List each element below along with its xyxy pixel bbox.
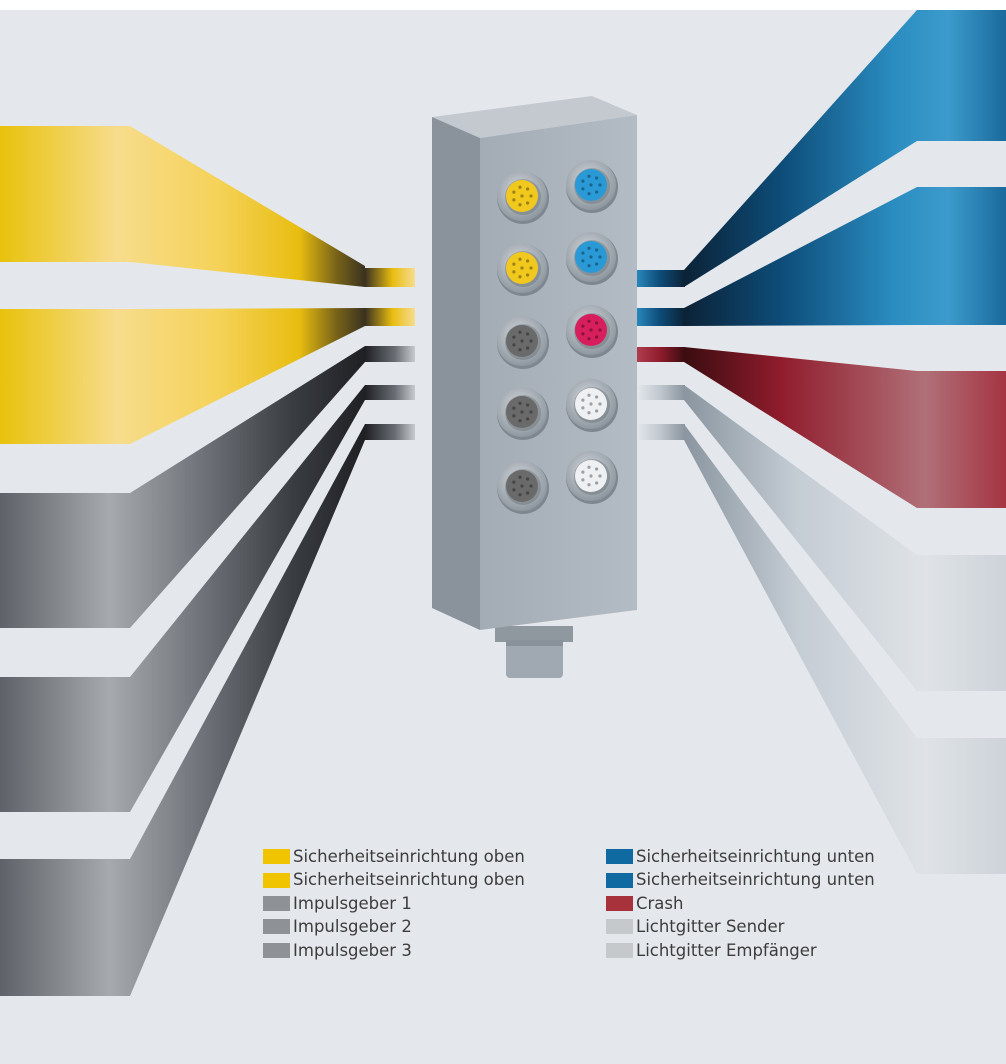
m12-port-gray: [497, 316, 549, 369]
legend-left: Sicherheitseinrichtung oben Sicherheitse…: [263, 845, 525, 962]
legend-item: Lichtgitter Sender: [606, 915, 875, 938]
legend-swatch-blue: [606, 849, 633, 865]
ribbon-blue-2: [684, 187, 1006, 326]
legend-item: Sicherheitseinrichtung oben: [263, 868, 525, 891]
legend-label: Impulsgeber 1: [293, 893, 412, 913]
legend-item: Lichtgitter Empfänger: [606, 939, 875, 962]
m12-port-yellow: [497, 171, 549, 224]
bottom-plate: [495, 626, 573, 642]
left-ribbon-group: [0, 126, 365, 996]
ribbon-gray-1: [0, 346, 365, 628]
ribbon-gray-2: [0, 385, 365, 812]
legend-label: Crash: [636, 893, 684, 913]
ribbon-light-1: [684, 385, 1006, 691]
legend-swatch-red: [606, 896, 633, 912]
legend-swatch-yellow: [263, 872, 290, 888]
legend-label: Sicherheitseinrichtung oben: [293, 870, 525, 890]
stub-gray-3: [365, 424, 415, 440]
stub-red: [635, 347, 685, 362]
legend-label: Lichtgitter Empfänger: [636, 940, 817, 960]
legend-swatch-yellow: [263, 849, 290, 865]
box-side-face: [432, 117, 480, 630]
m12-port-gray: [497, 387, 549, 440]
legend-item: Sicherheitseinrichtung oben: [263, 845, 525, 868]
stub-gray-2: [365, 385, 415, 400]
legend-swatch-light-gray: [606, 919, 633, 935]
top-margin: [0, 0, 1006, 10]
right-ribbon-group: [684, 10, 1006, 874]
legend-label: Impulsgeber 3: [293, 940, 412, 960]
ribbon-light-2: [684, 424, 1006, 874]
legend-swatch-gray: [263, 896, 290, 912]
legend-swatch-blue: [606, 872, 633, 888]
ribbon-yellow-1: [0, 126, 365, 287]
m12-port-blue: [566, 232, 618, 285]
legend-item: Crash: [606, 892, 875, 915]
m12-ports: [497, 160, 618, 514]
ribbon-blue-1: [684, 10, 1006, 287]
legend-label: Sicherheitseinrichtung unten: [636, 870, 875, 890]
right-stub-group: [635, 270, 685, 440]
cable-gland: [506, 640, 563, 678]
legend-item: Sicherheitseinrichtung unten: [606, 868, 875, 891]
legend-label: Sicherheitseinrichtung unten: [636, 847, 875, 866]
stub-light-2: [635, 424, 685, 440]
legend-item: Impulsgeber 1: [263, 892, 525, 915]
m12-port-magenta: [566, 305, 618, 358]
ribbon-gray-3: [0, 424, 365, 996]
legend-right: Sicherheitseinrichtung unten Sicherheits…: [606, 845, 875, 962]
left-stub-group: [365, 268, 415, 440]
m12-port-white: [566, 379, 618, 432]
m12-port-white: [566, 451, 618, 504]
m12-port-gray: [497, 461, 549, 514]
legend-item: Impulsgeber 2: [263, 915, 525, 938]
stub-yellow-1: [365, 268, 415, 287]
legend-item: Sicherheitseinrichtung unten: [606, 845, 875, 868]
legend-item: Impulsgeber 3: [263, 939, 525, 962]
legend-swatch-gray: [263, 942, 290, 958]
stub-blue-1: [635, 270, 685, 287]
stub-yellow-2: [365, 308, 415, 326]
legend-swatch-light-gray: [606, 942, 633, 958]
legend-label: Impulsgeber 2: [293, 917, 412, 937]
m12-port-yellow: [497, 243, 549, 296]
m12-port-blue: [566, 160, 618, 213]
stub-gray-1: [365, 346, 415, 362]
stub-light-1: [635, 385, 685, 400]
legend-label: Sicherheitseinrichtung oben: [293, 847, 525, 866]
box-top-face: [432, 96, 637, 138]
legend-swatch-gray: [263, 919, 290, 935]
legend-label: Lichtgitter Sender: [636, 917, 785, 937]
ribbon-yellow-2: [0, 308, 365, 444]
stub-blue-2: [635, 308, 685, 326]
ribbon-red: [684, 347, 1006, 508]
